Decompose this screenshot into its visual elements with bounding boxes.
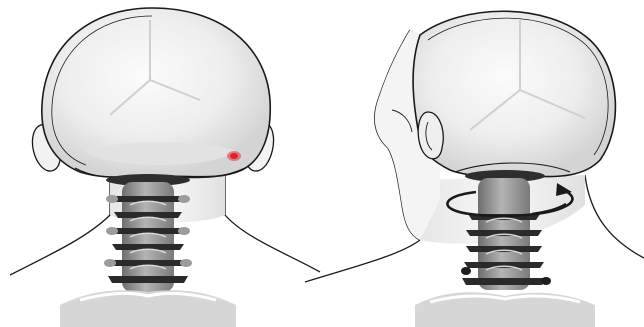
lateral-view-panel [305, 11, 644, 327]
posterior-view-panel [10, 8, 320, 327]
lateral-clavicles [415, 292, 595, 327]
red-pain-point-icon [227, 151, 241, 161]
